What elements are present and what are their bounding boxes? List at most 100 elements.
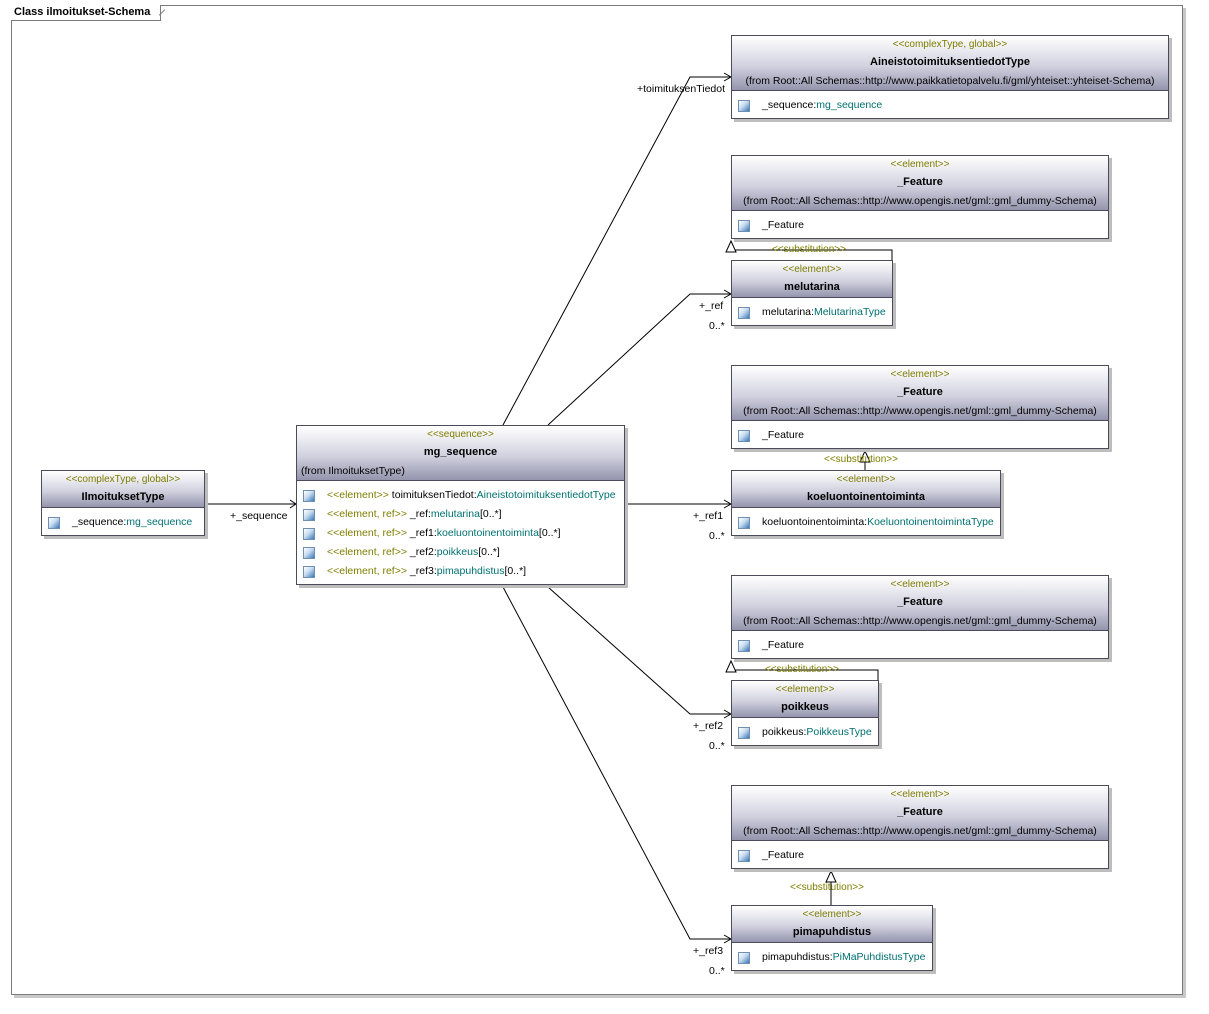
class-box-mg-sequence[interactable]: <<sequence>> mg_sequence (from Ilmoituks… (296, 425, 625, 585)
attribute-row[interactable]: <<element, ref>> _ref1:koeluontoinentoim… (297, 524, 624, 543)
attribute-list: poikkeus:PoikkeusType (732, 718, 878, 745)
attribute-type: PoikkeusType (806, 726, 872, 738)
stereotype-label: <<element>> (890, 159, 950, 170)
stereotype-label: <<element>> (802, 909, 862, 920)
class-box-aineistotoimituksentiedot[interactable]: <<complexType, global>> Aineistotoimituk… (731, 35, 1169, 119)
attribute-icon (738, 640, 750, 652)
package-from: (from Root::All Schemas::http://www.open… (743, 615, 1097, 627)
attribute-name: _ref1: (406, 527, 437, 539)
attribute-row[interactable]: poikkeus:PoikkeusType (732, 723, 878, 742)
attribute-name: poikkeus: (762, 726, 807, 738)
multiplicity-ref: 0..* (709, 320, 725, 332)
attribute-row[interactable]: <<element, ref>> _ref2:poikkeus[0..*] (297, 543, 624, 562)
class-name: _Feature (897, 806, 943, 818)
attribute-row[interactable]: <<element, ref>> _ref:melutarina[0..*] (297, 505, 624, 524)
attribute-list: _Feature (732, 421, 1108, 448)
class-box-pimapuhdistus[interactable]: <<element>> pimapuhdistus pimapuhdistus:… (731, 905, 933, 971)
link-ref (547, 293, 731, 426)
package-from: (from Root::All Schemas::http://www.paik… (745, 75, 1155, 87)
triangle-subst-3 (725, 659, 737, 673)
attribute-name: _Feature (762, 849, 805, 861)
attribute-stereotype: <<element, ref>> (327, 527, 407, 539)
class-name: melutarina (784, 281, 840, 293)
attribute-stereotype: <<element>> (327, 489, 389, 501)
stereotype-label: <<element>> (890, 579, 950, 590)
substitution-label-2: <<substitution>> (824, 454, 898, 465)
attribute-list: pimapuhdistus:PiMaPuhdistusType (732, 943, 932, 970)
attribute-type: PiMaPuhdistusType (832, 951, 926, 963)
class-name: AineistotoimituksentiedotType (870, 56, 1030, 68)
class-header: <<complexType, global>> Aineistotoimituk… (732, 36, 1168, 91)
attribute-stereotype: <<element, ref>> (327, 508, 407, 520)
class-box-feature-2[interactable]: <<element>> _Feature (from Root::All Sch… (731, 365, 1109, 449)
attribute-row[interactable]: <<element, ref>> _ref3:pimapuhdistus[0..… (297, 562, 624, 581)
attribute-multiplicity: [0..*] (479, 508, 502, 520)
class-header: <<complexType, global>> IlmoituksetType (42, 471, 204, 508)
attribute-name: _Feature (762, 639, 805, 651)
class-header: <<element>> poikkeus (732, 681, 878, 718)
class-header: <<element>> melutarina (732, 261, 892, 298)
attribute-name: _sequence: (72, 516, 127, 528)
package-from: (from Root::All Schemas::http://www.open… (743, 825, 1097, 837)
class-header: <<element>> pimapuhdistus (732, 906, 932, 943)
attribute-icon (738, 850, 750, 862)
attribute-type: pimapuhdistus (436, 565, 505, 577)
attribute-icon (738, 307, 750, 319)
link-toimitus (502, 76, 731, 426)
attribute-row[interactable]: pimapuhdistus:PiMaPuhdistusType (732, 948, 932, 967)
class-box-feature-3[interactable]: <<element>> _Feature (from Root::All Sch… (731, 575, 1109, 659)
triangle-subst-4 (825, 869, 837, 883)
class-name: _Feature (897, 176, 943, 188)
diagram-title: Class ilmoitukset-Schema (11, 5, 162, 21)
class-name: koeluontoinentoiminta (807, 491, 925, 503)
stereotype-label: <<element>> (890, 789, 950, 800)
multiplicity-ref3: 0..* (709, 965, 725, 977)
attribute-stereotype: <<element, ref>> (327, 546, 407, 558)
attribute-row[interactable]: _sequence:mg_sequence (732, 96, 1168, 115)
attribute-row[interactable]: koeluontoinentoiminta:Koeluontoinentoimi… (732, 513, 1000, 532)
role-label-ref: +_ref (699, 300, 724, 312)
attribute-name: pimapuhdistus: (762, 951, 833, 963)
attribute-list: melutarina:MelutarinaType (732, 298, 892, 325)
attribute-row[interactable]: _Feature (732, 636, 1108, 655)
attribute-name: _ref2: (406, 546, 437, 558)
attribute-row[interactable]: _sequence:mg_sequence (42, 513, 204, 532)
package-from: (from IlmoituksetType) (301, 465, 405, 477)
class-name: pimapuhdistus (792, 926, 872, 938)
class-name: IlmoituksetType (81, 491, 165, 503)
attribute-name: _ref3: (406, 565, 437, 577)
attribute-row[interactable]: _Feature (732, 426, 1108, 445)
attribute-type: MelutarinaType (813, 306, 886, 318)
attribute-row[interactable]: _Feature (732, 216, 1108, 235)
class-box-koeluontoinentoiminta[interactable]: <<element>> koeluontoinentoiminta koeluo… (731, 470, 1001, 536)
attribute-name: melutarina: (762, 306, 814, 318)
attribute-row[interactable]: melutarina:MelutarinaType (732, 303, 892, 322)
class-header: <<sequence>> mg_sequence (from Ilmoituks… (297, 426, 624, 481)
attribute-icon (738, 727, 750, 739)
attribute-row[interactable]: <<element>> toimituksenTiedot:Aineistoto… (297, 486, 624, 505)
attribute-row[interactable]: _Feature (732, 846, 1108, 865)
attribute-type: poikkeus (436, 546, 479, 558)
attribute-stereotype: <<element, ref>> (327, 565, 407, 577)
class-box-feature-4[interactable]: <<element>> _Feature (from Root::All Sch… (731, 785, 1109, 869)
class-box-melutarina[interactable]: <<element>> melutarina melutarina:Meluta… (731, 260, 893, 326)
stereotype-label: <<complexType, global>> (892, 39, 1008, 50)
attribute-type: mg_sequence (126, 516, 193, 528)
attribute-icon (303, 490, 315, 502)
class-box-feature-1[interactable]: <<element>> _Feature (from Root::All Sch… (731, 155, 1109, 239)
attribute-icon (48, 517, 60, 529)
attribute-name: koeluontoinentoiminta: (762, 516, 868, 528)
class-header: <<element>> _Feature (from Root::All Sch… (732, 786, 1108, 841)
attribute-list: _sequence:mg_sequence (42, 508, 204, 535)
role-label-toimitus: +toimituksenTiedot (637, 83, 726, 95)
attribute-icon (738, 220, 750, 232)
role-label-sequence: +_sequence (230, 510, 288, 522)
attribute-list: _sequence:mg_sequence (732, 91, 1168, 118)
class-box-poikkeus[interactable]: <<element>> poikkeus poikkeus:PoikkeusTy… (731, 680, 879, 746)
class-box-ilmoitukset[interactable]: <<complexType, global>> IlmoituksetType … (41, 470, 205, 536)
attribute-icon (303, 528, 315, 540)
class-name: _Feature (897, 596, 943, 608)
triangle-subst-2 (859, 449, 871, 463)
class-name: poikkeus (781, 701, 829, 713)
